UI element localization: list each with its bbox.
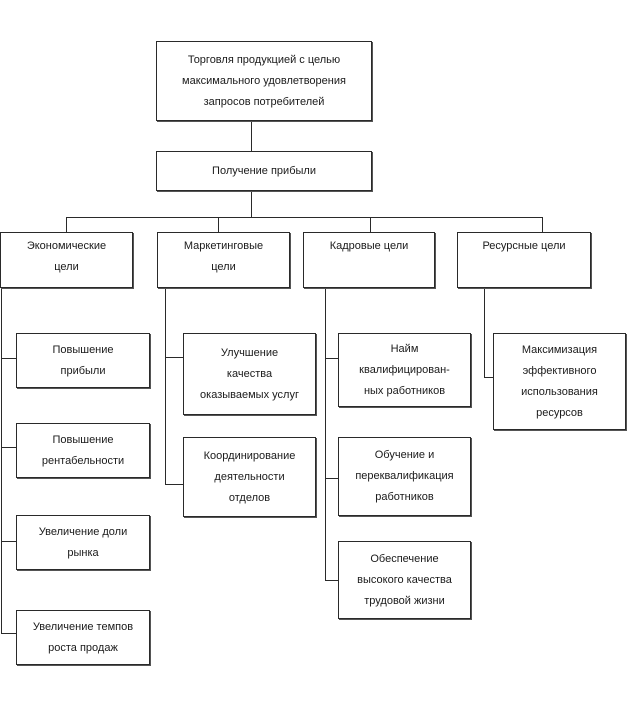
- connector-economic-child-3: [1, 541, 16, 542]
- category-marketing-line-1: Маркетинговые: [183, 240, 264, 252]
- connector-economic-child-1: [1, 358, 16, 359]
- marketing-goal-box: Улучшение качества оказываемых услуг: [183, 333, 316, 415]
- root-goal-line-1: Торговля продукцией с целью: [187, 53, 341, 66]
- hr-goal-1-line-3: ных работников: [363, 384, 446, 397]
- connector-to-resources: [542, 217, 543, 232]
- connector-marketing-child-2: [165, 484, 183, 485]
- hr-goal-box: Обучение и переквалификация работников: [338, 437, 471, 516]
- root-goal-box: Торговля продукцией с целью максимальног…: [156, 41, 372, 121]
- hr-goal-1-line-1: Найм: [390, 342, 419, 355]
- economic-goal-box: Увеличение доли рынка: [16, 515, 150, 570]
- hr-goal-box: Найм квалифицирован- ных работников: [338, 333, 471, 407]
- root-goal-line-2: максимального удовлетворения: [182, 74, 346, 87]
- category-economic-line-2: цели: [54, 261, 79, 273]
- resources-goal-box: Максимизация эффективного использования …: [493, 333, 626, 430]
- resources-goal-1-line-2: эффективного: [522, 364, 597, 377]
- connector-to-hr: [370, 217, 371, 232]
- hr-goal-2-line-1: Обучение и: [374, 449, 435, 461]
- connector-profit-down: [251, 191, 252, 217]
- economic-goal-1-line-1: Повышение: [52, 343, 114, 356]
- hr-goal-3-line-2: высокого качества: [357, 573, 452, 586]
- economic-goal-3-line-2: рынка: [67, 546, 99, 559]
- category-marketing-box: Маркетинговые цели: [157, 232, 290, 288]
- category-hr-box: Кадровые цели: [303, 232, 435, 288]
- economic-goal-2-line-2: рентабельности: [41, 454, 125, 467]
- connector-marketing-trunk: [165, 287, 166, 485]
- connector-hr-child-2: [325, 478, 338, 479]
- hr-goal-2-line-3: работников: [375, 491, 434, 503]
- category-hr-line-1: Кадровые цели: [329, 240, 409, 252]
- connector-economic-trunk: [1, 287, 2, 633]
- connector-hr-child-3: [325, 580, 338, 581]
- hr-goal-box: Обеспечение высокого качества трудовой ж…: [338, 541, 471, 619]
- economic-goal-2-line-1: Повышение: [52, 433, 114, 446]
- connector-categories-bar: [66, 217, 543, 218]
- economic-goal-box: Повышение рентабельности: [16, 423, 150, 478]
- connector-root-to-profit: [251, 121, 252, 151]
- economic-goal-1-line-2: прибыли: [60, 364, 106, 377]
- marketing-goal-2-line-1: Координирование: [203, 449, 296, 462]
- connector-economic-child-2: [1, 447, 16, 448]
- marketing-goal-1-line-1: Улучшение: [220, 346, 279, 359]
- profit-goal-box: Получение прибыли: [156, 151, 372, 191]
- resources-goal-1-line-3: использования: [521, 385, 598, 398]
- marketing-goal-1-line-2: качества: [226, 367, 273, 380]
- connector-resources-child-1: [484, 377, 493, 378]
- connector-marketing-child-1: [165, 357, 183, 358]
- marketing-goal-2-line-2: деятельности: [214, 470, 285, 483]
- marketing-goal-1-line-3: оказываемых услуг: [200, 388, 299, 401]
- economic-goal-box: Повышение прибыли: [16, 333, 150, 388]
- economic-goal-box: Увеличение темпов роста продаж: [16, 610, 150, 665]
- economic-goal-4-line-2: роста продаж: [48, 641, 118, 654]
- connector-hr-child-1: [325, 358, 338, 359]
- connector-to-economic: [66, 217, 67, 232]
- economic-goal-4-line-1: Увеличение темпов: [32, 620, 134, 633]
- profit-goal-label: Получение прибыли: [212, 164, 316, 177]
- resources-goal-1-line-1: Максимизация: [521, 343, 598, 356]
- marketing-goal-box: Координирование деятельности отделов: [183, 437, 316, 517]
- hr-goal-2-line-2: переквалификация: [355, 470, 454, 482]
- hr-goal-1-line-2: квалифицирован-: [359, 363, 450, 376]
- category-resources-line-1: Ресурсные цели: [482, 240, 566, 252]
- connector-to-marketing: [218, 217, 219, 232]
- economic-goal-3-line-1: Увеличение доли: [38, 525, 128, 538]
- category-marketing-line-2: цели: [211, 261, 236, 273]
- category-resources-box: Ресурсные цели: [457, 232, 591, 288]
- marketing-goal-2-line-3: отделов: [228, 491, 271, 504]
- hr-goal-3-line-3: трудовой жизни: [364, 594, 445, 607]
- category-economic-box: Экономические цели: [0, 232, 133, 288]
- connector-hr-trunk: [325, 287, 326, 580]
- connector-economic-child-4: [1, 633, 16, 634]
- category-economic-line-1: Экономические: [26, 240, 107, 252]
- resources-goal-1-line-4: ресурсов: [536, 406, 583, 419]
- hr-goal-3-line-1: Обеспечение: [370, 552, 439, 565]
- connector-resources-trunk: [484, 287, 485, 377]
- root-goal-line-3: запросов потребителей: [203, 95, 325, 108]
